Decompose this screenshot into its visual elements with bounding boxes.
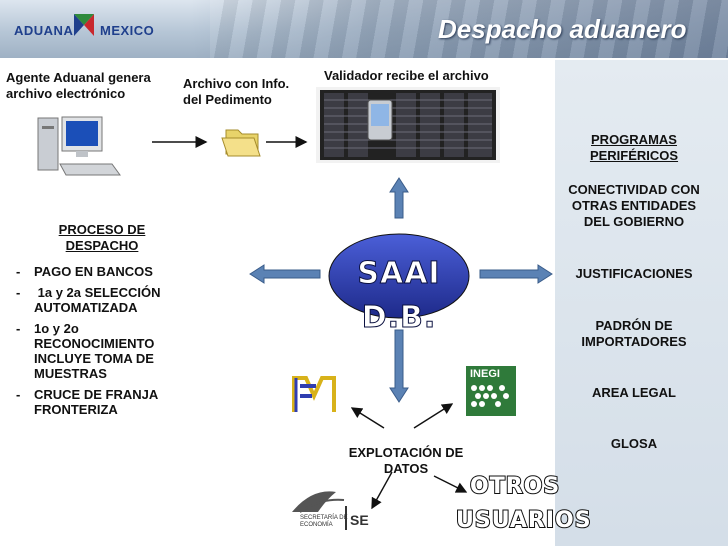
list-item: -CRUCE DE FRANJA FRONTERIZA	[16, 387, 158, 417]
arrow-to-fm-logo	[350, 407, 385, 429]
arrow-to-otros-usuarios	[433, 475, 468, 493]
page-title: Despacho aduanero	[438, 14, 687, 44]
conectividad-label: CONECTIVIDAD CON OTRAS ENTIDADES DEL GOB…	[568, 182, 700, 229]
glosa-label: GLOSA	[610, 436, 658, 451]
arrow-right-to-peripherals	[479, 264, 553, 284]
arrow-left-to-process	[249, 264, 321, 284]
justificaciones-label: JUSTIFICACIONES	[575, 266, 693, 281]
arrow-to-economia	[371, 471, 393, 510]
server-rack-icon	[316, 87, 500, 163]
programas-perifericos: PROGRAMAS PERIFÉRICOS	[589, 132, 679, 163]
se-label: SE	[350, 512, 369, 528]
process-title: PROCESO DE DESPACHO	[58, 222, 146, 253]
right-panel-background	[555, 60, 728, 546]
agent-label: Agente Aduanal genera archivo electrónic…	[6, 70, 151, 101]
header-texture	[210, 0, 728, 58]
inegi-logo-icon	[466, 366, 516, 416]
area-legal-label: AREA LEGAL	[591, 385, 677, 400]
arrow-down-to-explotacion	[389, 329, 409, 403]
otros-label: OTROS	[469, 473, 561, 500]
padron-label: PADRÓN DE IMPORTADORES	[581, 318, 687, 349]
folder-icon	[221, 129, 261, 157]
logo-aduana-text: ADUANA	[14, 23, 74, 38]
arrow-to-inegi	[413, 403, 454, 429]
saai-ellipse	[328, 233, 470, 319]
fm-logo-icon	[290, 372, 336, 416]
saai-db-label: SAAI D.B.	[357, 256, 441, 336]
list-item: - 1a y 2a SELECCIÓN AUTOMATIZADA	[16, 285, 164, 315]
logo-mexico-text: MEXICO	[100, 23, 155, 38]
usuarios-label: USUARIOS	[455, 507, 592, 534]
file-label: Archivo con Info. del Pedimento	[183, 76, 290, 107]
process-list: -PAGO EN BANCOS - 1a y 2a SELECCIÓN AUTO…	[16, 264, 186, 423]
validator-label: Validador recibe el archivo	[324, 68, 489, 83]
list-item: -PAGO EN BANCOS	[16, 264, 153, 279]
aduana-logo-icon	[74, 14, 94, 36]
computer-icon	[37, 116, 121, 176]
arrow-up-to-validator	[389, 177, 409, 219]
header-banner	[0, 0, 728, 58]
explotacion-label: EXPLOTACIÓN DE DATOS	[348, 445, 464, 476]
list-item: -1o y 2o RECONOCIMIENTO INCLUYE TOMA DE …	[16, 321, 155, 381]
header-photo-band	[190, 0, 728, 58]
inegi-label: INEGI	[470, 368, 500, 380]
economia-label: SECRETARÍA DE ECONOMÍA	[300, 515, 348, 528]
economia-eagle-icon	[292, 491, 347, 530]
